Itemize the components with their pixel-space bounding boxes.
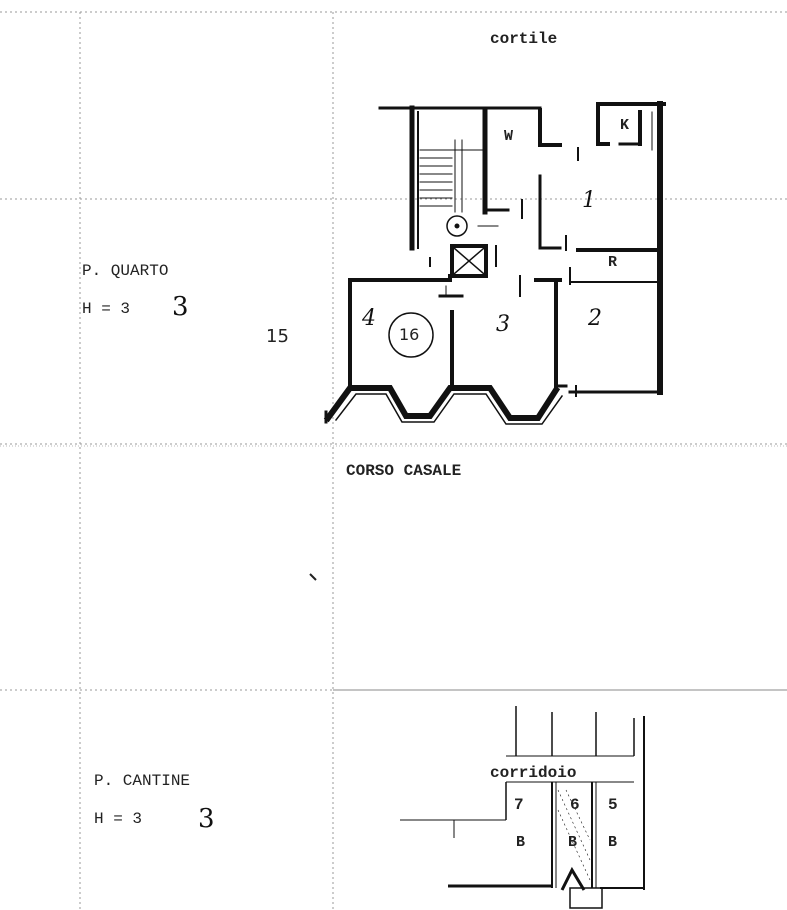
room-label-r: R bbox=[608, 254, 618, 271]
unit-number-circle bbox=[388, 312, 434, 358]
lift-shaft bbox=[438, 244, 488, 298]
staircase bbox=[378, 105, 510, 251]
height-handwritten-upper: 3 bbox=[172, 292, 189, 322]
cellar-number-5: 5 bbox=[608, 796, 618, 814]
cellar-number-7: 7 bbox=[514, 796, 524, 814]
room-label-1: 1 bbox=[582, 188, 596, 213]
unit-number: 16 bbox=[399, 325, 420, 344]
stray-mark bbox=[309, 573, 317, 581]
cellar-label-6: B bbox=[568, 834, 578, 851]
room-label-w: W bbox=[504, 128, 514, 145]
height-handwritten-lower: 3 bbox=[198, 804, 215, 834]
cellar-number-6: 6 bbox=[570, 796, 580, 814]
cellar-label-5: B bbox=[608, 834, 618, 851]
height-label-upper: H = 3 bbox=[82, 300, 131, 318]
height-label-lower: H = 3 bbox=[94, 810, 143, 828]
room-label-2: 2 bbox=[588, 306, 602, 331]
courtyard-label: cortile bbox=[490, 30, 558, 48]
room-label-k: K bbox=[620, 117, 630, 134]
room-label-3: 3 bbox=[496, 312, 510, 337]
floor-label-lower: P. CANTINE bbox=[94, 772, 191, 790]
corridor-label: corridoio bbox=[490, 764, 577, 782]
cellar-label-7: B bbox=[516, 834, 526, 851]
floor-label-upper: P. QUARTO bbox=[82, 262, 169, 280]
street-label: CORSO CASALE bbox=[346, 462, 462, 480]
cellar-plan bbox=[400, 706, 645, 909]
upper-apartment-plan bbox=[323, 101, 666, 425]
side-number: 15 bbox=[266, 326, 289, 347]
room-label-4: 4 bbox=[362, 306, 376, 331]
